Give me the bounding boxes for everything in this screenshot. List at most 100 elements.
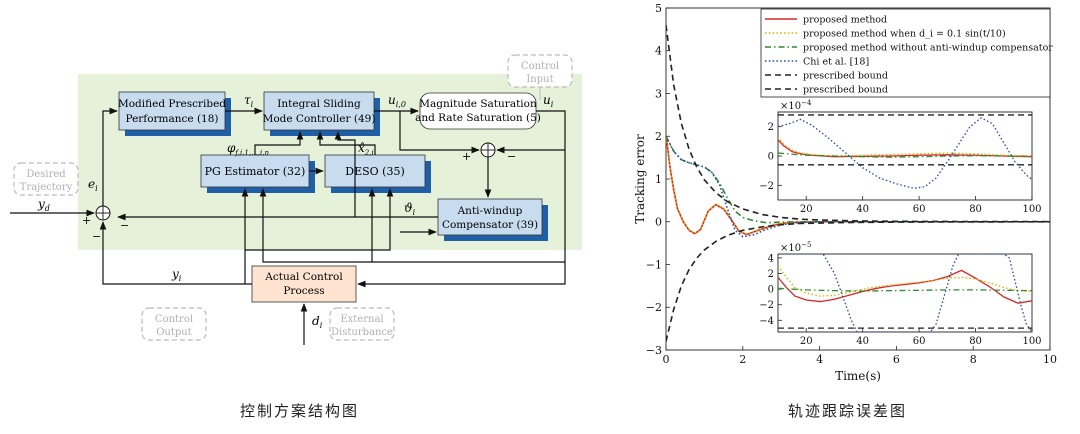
sign-plus-sum1: + [82,214,91,227]
main-xtick-label-0: 0 [663,353,670,366]
block-anti-windup-compensator: Anti-windup Compensator (39) [437,198,548,241]
label-d-i: d [312,314,320,328]
inset-0-series-2 [778,152,1032,158]
summing-junction-windup [480,142,496,158]
legend-box [760,8,1051,98]
svg-text:Control: Control [521,61,559,72]
svg-text:ui: ui [543,93,554,109]
diagram-caption: 控制方案结构图 [240,402,360,420]
svg-text:yi: yi [171,267,182,283]
label-y-d: y [37,197,45,211]
inset-0-xtick-label-2: 60 [913,204,926,215]
inset-1-ytick-label-2: 0 [768,285,774,296]
main-series-5 [666,221,1050,342]
inset-1-xtick-label-2: 60 [913,336,926,347]
block-actual-control-process: Actual Control Process [251,265,357,303]
inset-1-xtick-label-4: 100 [1022,336,1041,347]
main-series-1 [666,134,1050,236]
pge-label: PG Estimator (32) [205,165,306,178]
callout-external-disturbance: External Disturbance [329,307,395,341]
sat-line-2: and Rate Saturation (5) [415,112,541,124]
svg-text:Control: Control [155,314,193,325]
legend-label-2: proposed method without anti-windup comp… [803,43,1053,54]
legend-label-4: prescribed bound [803,71,888,82]
main-ytick-label-6: 3 [655,87,662,100]
signal-labels: τi ui,0 ui φf,i,1,...,i,n x̂2,i ϑi ei yd… [37,93,554,330]
svg-text:ei: ei [88,177,98,193]
inset-0-exponent-power: −4 [801,99,812,107]
block-magnitude-rate-saturation: Magnitude Saturation and Rate Saturation… [415,92,541,130]
mpp-line-2: Performance (18) [125,113,218,125]
inset-1-series-1 [778,265,1032,297]
legend-label-3: Chi et al. [18] [803,57,869,68]
main-xtick-label-2: 4 [816,353,823,366]
x-axis-label: Time(s) [835,369,881,383]
legend-label-5: prescribed bound [803,85,888,96]
summing-junction-error [95,205,111,221]
mpp-line-1: Modified Prescribed [118,98,226,110]
svg-text:yd: yd [37,197,50,213]
sign-plus-sum2: + [462,150,471,163]
inset-1-exponent: ×10−5 [780,241,811,254]
inset-0-xtick-label-0: 20 [800,204,813,215]
label-u-i0: u [388,93,396,107]
inset-1-series-0 [778,269,1032,304]
svg-text:di: di [312,314,323,330]
svg-text:x̂2,i: x̂2,i [358,141,374,157]
acp-line-1: Actual Control [264,271,343,283]
label-phi: φ [227,141,236,155]
main-series-3 [666,135,1050,238]
callout-control-output: Control Output [141,307,207,341]
main-xtick-label-3: 6 [893,353,900,366]
main-ytick-label-3: 0 [655,216,662,229]
inset-1-exponent-power: −5 [801,241,811,249]
sign-minus-sum1-bottom: − [92,230,101,243]
main-ytick-label-8: 5 [655,2,662,15]
sat-line-1: Magnitude Saturation [419,98,537,110]
inset-1-xtick-label-0: 20 [800,336,813,347]
svg-text:ϑi: ϑi [404,201,416,217]
main-ytick-label-2: −1 [646,258,662,271]
deso-label: DESO (35) [345,165,404,178]
inset-0-xtick-label-3: 80 [969,204,982,215]
main-xtick-label-5: 10 [1043,353,1057,366]
callout-control-input: Control Input [507,54,573,88]
svg-text:ui,0: ui,0 [388,93,406,109]
svg-text:τi: τi [244,93,254,109]
label-vartheta: ϑ [404,201,413,215]
sign-labels: + − − + − [82,150,516,243]
inset-0-ytick-label-0: −2 [759,181,774,192]
inset-0-ytick-label-2: 2 [768,122,774,133]
legend-label-0: proposed method [803,15,887,26]
main-ytick-label-4: 1 [655,173,662,186]
inset-0-exponent: ×10−4 [780,99,812,112]
svg-text:Disturbance: Disturbance [331,327,393,338]
svg-text:φf,i,1,...,i,n: φf,i,1,...,i,n [227,141,269,157]
inset-1-ytick-label-1: −2 [759,300,774,311]
svg-text:Trajectory: Trajectory [20,182,73,193]
inset-0-xtick-label-1: 40 [856,204,869,215]
svg-text:Output: Output [156,327,192,338]
inset-1-ytick-label-0: −4 [759,316,774,327]
main-xtick-label-1: 2 [739,353,746,366]
label-tau: τ [244,93,251,107]
inset-0-ytick-label-1: 0 [768,152,774,163]
isc-line-1: Integral Sliding [277,98,361,110]
main-ytick-label-5: 2 [655,130,662,143]
label-e-i: e [88,177,95,191]
main-ytick-label-1: −2 [646,301,662,314]
block-pg-estimator: PG Estimator (32) [200,154,315,193]
main-ytick-label-7: 4 [655,45,662,58]
chart-legend: proposed method proposed method when d_i … [760,8,1053,98]
block-integral-sliding-mode-controller: Integral Sliding Mode Controller (49) [263,91,380,136]
legend-label-1: proposed method when d_i = 0.1 sin(t/10) [803,29,1006,40]
chart-caption: 轨迹跟踪误差图 [788,402,908,420]
svg-text:External: External [340,314,383,325]
inset-1-ytick-label-4: 4 [768,253,774,264]
block-deso: DESO (35) [324,154,431,193]
block-modified-prescribed-performance: Modified Prescribed Performance (18) [118,91,231,136]
aw-line-1: Anti-windup [457,205,523,217]
